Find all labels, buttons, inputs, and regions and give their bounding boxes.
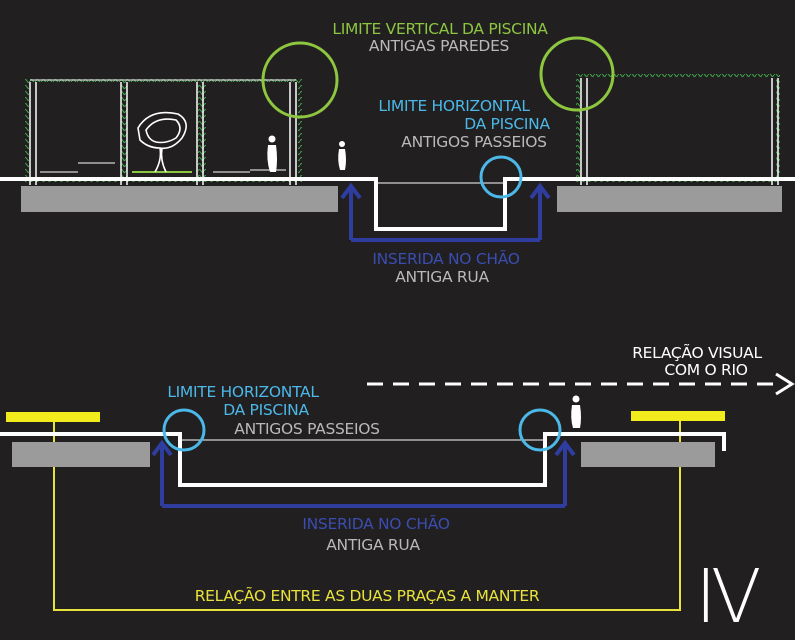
horizontal-limit-title-line2: DA PISCINA bbox=[223, 401, 309, 419]
inserted-title: INSERIDA NO CHÃO bbox=[302, 515, 450, 533]
pool-profile-top bbox=[0, 177, 795, 231]
section-number: IV bbox=[695, 554, 761, 640]
ground-slab bbox=[581, 442, 715, 467]
person-figure-icon bbox=[338, 141, 346, 170]
horizontal-limit-marker bbox=[518, 408, 562, 452]
ground-slab bbox=[557, 186, 782, 212]
horizontal-limit-subtitle: ANTIGOS PASSEIOS bbox=[401, 133, 547, 151]
ground-slab bbox=[12, 442, 150, 467]
horizontal-limit-title: LIMITE HORIZONTAL bbox=[378, 97, 530, 115]
horizontal-limit-subtitle: ANTIGOS PASSEIOS bbox=[234, 420, 380, 438]
person-figure-icon bbox=[267, 135, 277, 172]
section-diagram: LIMITE VERTICAL DA PISCINA ANTIGAS PARED… bbox=[0, 20, 795, 634]
inserted-title: INSERIDA NO CHÃO bbox=[372, 250, 520, 268]
visual-relation-title: RELAÇÃO VISUAL bbox=[632, 344, 762, 362]
up-arrow-icon bbox=[340, 182, 551, 242]
horizontal-limit-marker bbox=[162, 408, 206, 452]
inserted-subtitle: ANTIGA RUA bbox=[326, 536, 420, 554]
diagram-drawing bbox=[0, 36, 795, 611]
dashed-right-arrow-icon bbox=[367, 372, 795, 396]
person-figure-icon bbox=[571, 395, 581, 428]
square-marker bbox=[631, 411, 725, 421]
square-marker bbox=[6, 412, 100, 422]
horizontal-limit-marker bbox=[479, 155, 523, 199]
vertical-limit-subtitle: ANTIGAS PAREDES bbox=[368, 37, 510, 55]
horizontal-limit-title: LIMITE HORIZONTAL bbox=[167, 383, 319, 401]
horizontal-limit-title-line2: DA PISCINA bbox=[464, 115, 550, 133]
squares-relation-line bbox=[53, 421, 681, 611]
tree-sculpture-icon bbox=[137, 111, 187, 173]
vertical-limit-marker bbox=[539, 36, 615, 112]
inserted-subtitle: ANTIGA RUA bbox=[395, 268, 489, 286]
ground-slab bbox=[21, 186, 338, 212]
pergola-left bbox=[25, 78, 302, 185]
pool-profile-bottom bbox=[0, 432, 726, 487]
squares-relation-label: RELAÇÃO ENTRE AS DUAS PRAÇAS A MANTER bbox=[194, 587, 540, 605]
up-arrow-icon bbox=[151, 439, 576, 508]
visual-relation-title-line2: COM O RIO bbox=[664, 361, 748, 379]
vertical-limit-marker bbox=[261, 41, 339, 119]
vertical-limit-title: LIMITE VERTICAL DA PISCINA bbox=[332, 20, 548, 38]
